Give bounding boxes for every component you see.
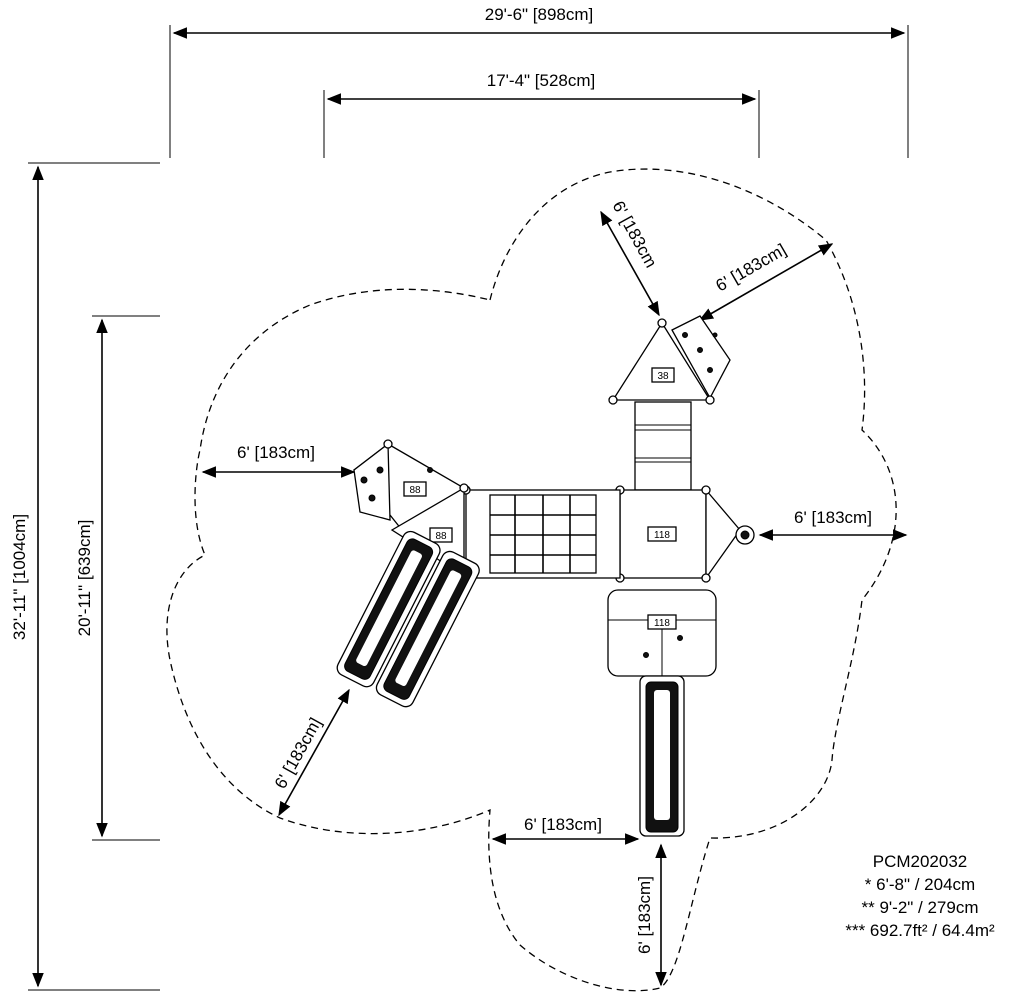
- clearance-bottom-center: 6' [183cm]: [491, 815, 640, 845]
- structure-width-dimension: 17'-4" [528cm]: [323, 71, 760, 158]
- fall-height-note: * 6'-8" / 204cm: [864, 875, 976, 894]
- play-structure: 38 118: [336, 315, 755, 837]
- deck-label-left-lower: 88: [435, 531, 447, 542]
- clearance-right: 6' [183cm]: [758, 508, 908, 541]
- double-slide: [336, 530, 480, 708]
- deck-label-left-upper: 88: [409, 485, 421, 496]
- clearance-top-left: 6' [183cm: [600, 198, 661, 317]
- triangle-deck-top: 38: [608, 315, 731, 405]
- overall-length-dimension: 32'-11" [1004cm]: [10, 162, 160, 991]
- lower-deck: 118: [607, 589, 717, 677]
- clearance-bottom: 6' [183cm]: [635, 843, 667, 987]
- overall-length-label: 32'-11" [1004cm]: [10, 514, 29, 640]
- use-zone-outline: [166, 168, 897, 992]
- clearance-left: 6' [183cm]: [201, 443, 356, 478]
- left-deck-upper: 88: [353, 439, 466, 531]
- main-deck: 118: [615, 485, 755, 583]
- net-climber: [461, 485, 621, 583]
- overall-width-dimension: 29'-6" [898cm]: [169, 5, 909, 158]
- ladder-bridge: [634, 401, 692, 491]
- clearance-top-left-label: 6' [183cm: [609, 198, 661, 271]
- clearance-slide: 6' [183cm]: [271, 688, 350, 817]
- overall-width-label: 29'-6" [898cm]: [485, 5, 594, 24]
- clearance-bottom-label: 6' [183cm]: [635, 876, 654, 954]
- model-number: PCM202032: [872, 852, 968, 871]
- clearance-right-label: 6' [183cm]: [794, 508, 872, 527]
- clearance-top-right-label: 6' [183cm]: [713, 240, 790, 295]
- structure-width-label: 17'-4" [528cm]: [487, 71, 596, 90]
- structure-length-label: 20'-11" [639cm]: [75, 520, 94, 637]
- clearance-top-right: 6' [183cm]: [698, 240, 834, 321]
- straight-slide: [639, 675, 685, 837]
- use-zone-area-note: *** 692.7ft² / 64.4m²: [845, 921, 995, 940]
- model-info-block: PCM202032 * 6'-8" / 204cm ** 9'-2" / 279…: [820, 850, 1020, 942]
- structure-length-dimension: 20'-11" [639cm]: [75, 315, 160, 841]
- clearance-bottom-center-label: 6' [183cm]: [524, 815, 602, 834]
- clearance-left-label: 6' [183cm]: [237, 443, 315, 462]
- deck-label-lower: 118: [654, 618, 670, 629]
- deck-label-main: 118: [654, 530, 670, 541]
- deck-label-top: 38: [657, 371, 669, 382]
- overall-height-note: ** 9'-2" / 279cm: [861, 898, 979, 917]
